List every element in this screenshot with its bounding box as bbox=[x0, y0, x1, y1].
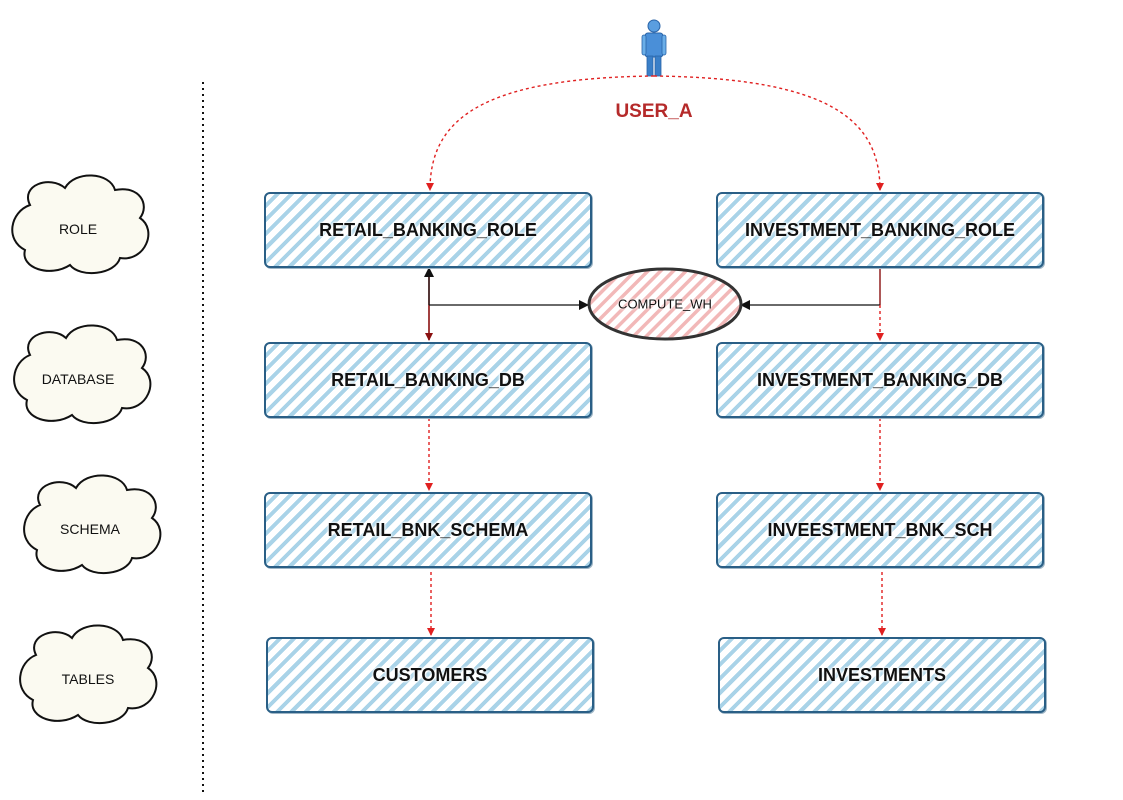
user-to-retail-role-arrow bbox=[426, 75, 655, 191]
user-to-investment-role-arrow bbox=[653, 75, 884, 191]
retail-table-box[interactable]: CUSTOMERS bbox=[266, 637, 594, 713]
cloud-shape-database bbox=[13, 324, 152, 425]
user-label: USER_A bbox=[615, 101, 693, 122]
retail-table-label: CUSTOMERS bbox=[372, 664, 488, 685]
retail-db-label: RETAIL_BANKING_DB bbox=[331, 369, 525, 390]
cloud-shape-schema bbox=[23, 474, 162, 575]
retail-role-label: RETAIL_BANKING_ROLE bbox=[319, 219, 537, 240]
investment-role-label: INVESTMENT_BANKING_ROLE bbox=[744, 219, 1016, 240]
investment-schema-box[interactable]: INVEESTMENT_BNK_SCH bbox=[716, 492, 1044, 568]
investment-db-label: INVESTMENT_BANKING_DB bbox=[756, 369, 1004, 390]
layer-label-role: ROLE bbox=[58, 221, 98, 237]
investment-table-box[interactable]: INVESTMENTS bbox=[718, 637, 1046, 713]
retail-role-box[interactable]: RETAIL_BANKING_ROLE bbox=[264, 192, 592, 268]
investment-db-box[interactable]: INVESTMENT_BANKING_DB bbox=[716, 342, 1044, 418]
cloud-shape-tables bbox=[19, 624, 158, 725]
layer-label-tables: TABLES bbox=[61, 671, 115, 687]
retail-schema-label: RETAIL_BNK_SCHEMA bbox=[327, 519, 529, 540]
cloud-shape-role bbox=[11, 174, 150, 275]
user-icon bbox=[641, 19, 667, 77]
retail-schema-box[interactable]: RETAIL_BNK_SCHEMA bbox=[264, 492, 592, 568]
warehouse-ellipse bbox=[587, 267, 743, 341]
retail-db-box[interactable]: RETAIL_BANKING_DB bbox=[264, 342, 592, 418]
investment-table-label: INVESTMENTS bbox=[817, 664, 946, 685]
layer-label-schema: SCHEMA bbox=[60, 521, 120, 537]
layer-label-database: DATABASE bbox=[41, 371, 115, 387]
warehouse-label: COMPUTE_WH bbox=[618, 296, 712, 312]
investment-schema-label: INVEESTMENT_BNK_SCH bbox=[767, 519, 993, 540]
investment-role-box[interactable]: INVESTMENT_BANKING_ROLE bbox=[716, 192, 1044, 268]
